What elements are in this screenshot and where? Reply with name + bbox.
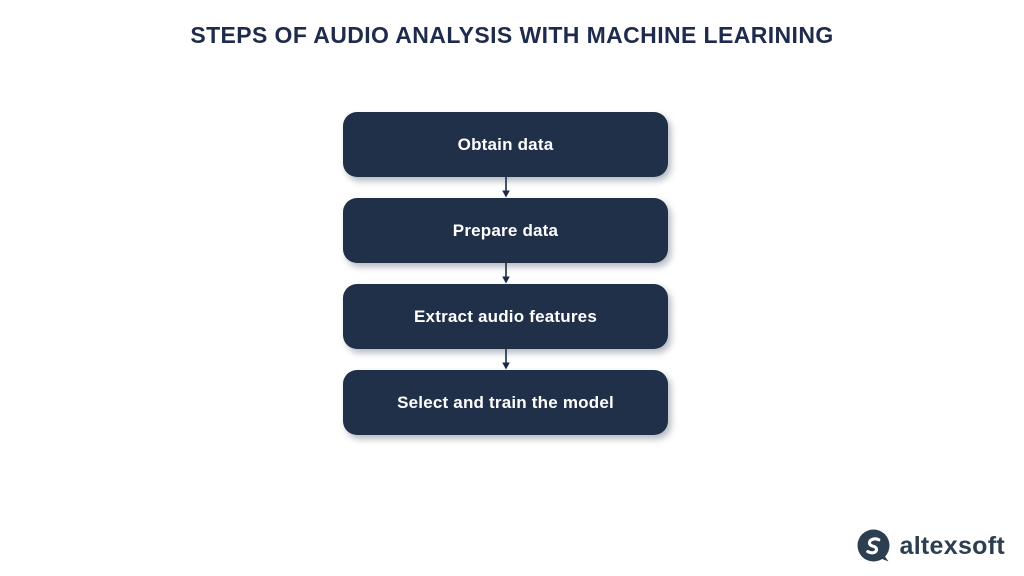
arrow-down-icon	[500, 349, 512, 370]
flow-step-prepare-data: Prepare data	[343, 198, 668, 263]
arrow-down-icon	[500, 177, 512, 198]
altexsoft-logo-text: altexsoft	[899, 531, 1005, 560]
flow-step-label: Prepare data	[452, 220, 559, 240]
flow-step-label: Select and train the model	[397, 392, 614, 412]
altexsoft-s-bubble-icon	[857, 529, 891, 563]
altexsoft-logo: altexsoft	[857, 529, 1005, 563]
page-title: STEPS OF AUDIO ANALYSIS WITH MACHINE LEA…	[190, 22, 834, 48]
flow-step-obtain-data: Obtain data	[343, 112, 668, 177]
arrow-down-icon	[500, 263, 512, 284]
flow-step-extract-audio-features: Extract audio features	[343, 284, 668, 349]
flowchart: Obtain data Prepare data Extract audio f…	[343, 112, 668, 435]
flow-step-label: Obtain data	[457, 134, 554, 154]
flow-step-select-and-train-model: Select and train the model	[343, 370, 668, 435]
flow-step-label: Extract audio features	[414, 306, 597, 326]
